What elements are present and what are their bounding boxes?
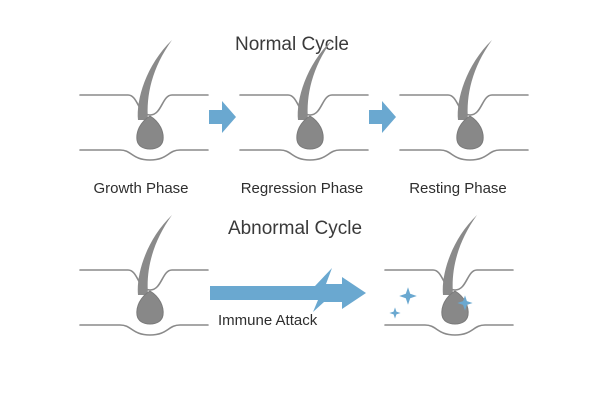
abnormal-growth-follicle	[79, 214, 209, 336]
regression-phase-follicle	[239, 39, 369, 161]
immune-attack-label: Immune Attack	[218, 312, 318, 329]
sparkle-icon	[399, 287, 417, 305]
growth-phase-label: Growth Phase	[93, 180, 188, 197]
normal-cycle-title: Normal Cycle	[235, 34, 349, 55]
resting-phase-follicle	[399, 39, 529, 161]
regression-phase-label: Regression Phase	[241, 180, 364, 197]
arrow-regression-to-resting	[369, 101, 396, 133]
sparkle-icon	[389, 307, 401, 319]
resting-phase-label: Resting Phase	[409, 180, 507, 197]
arrow-growth-to-regression	[209, 101, 236, 133]
immune-attack-arrow	[210, 268, 366, 312]
growth-phase-follicle	[79, 39, 209, 161]
abnormal-cycle-title: Abnormal Cycle	[228, 218, 362, 239]
damaged-follicle	[384, 214, 514, 336]
